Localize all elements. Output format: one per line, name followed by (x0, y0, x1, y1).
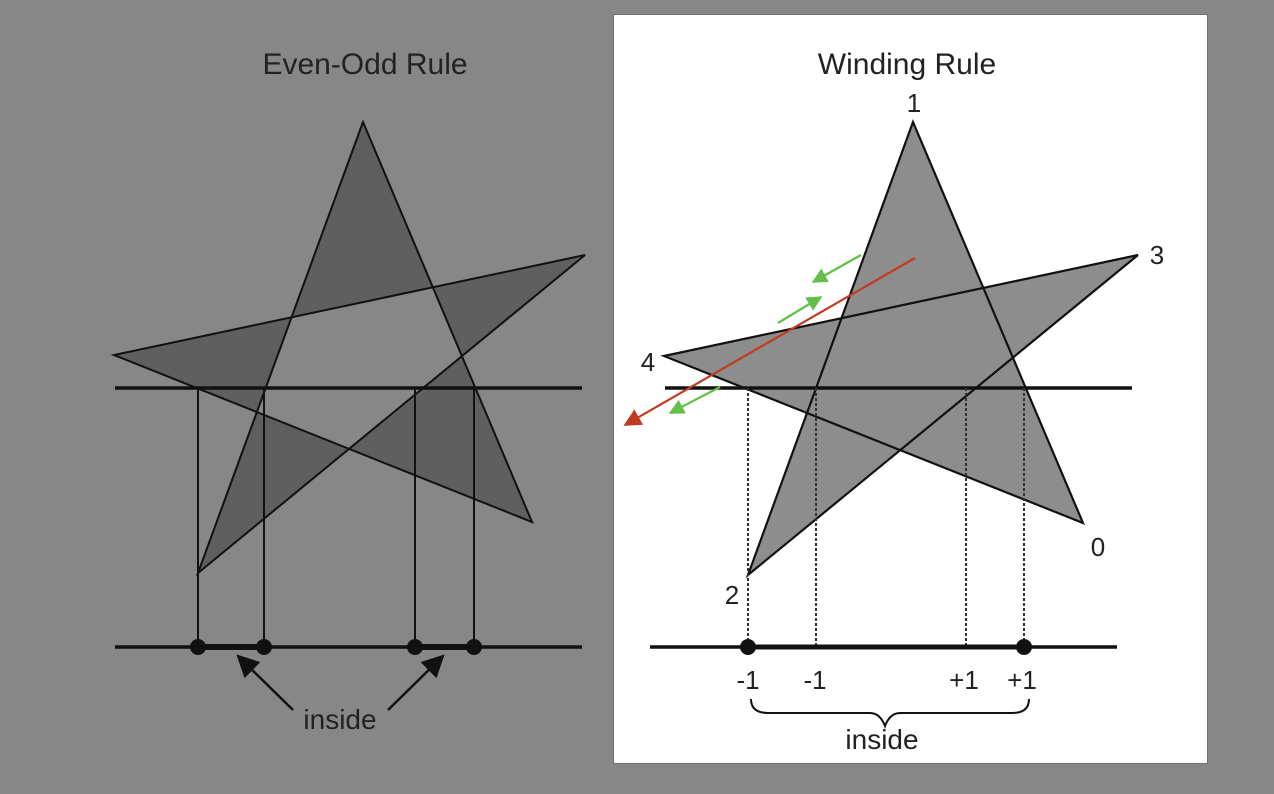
vertex-label-3: 3 (1150, 240, 1164, 270)
winding-rule-star-shape (660, 118, 1139, 579)
even-odd-crossing-dot-2 (256, 639, 272, 655)
direction-arrow-middle (777, 296, 823, 324)
even-odd-inside-label: inside (303, 704, 376, 735)
even-odd-crossing-dot-4 (466, 639, 482, 655)
winding-crossing-count-3: +1 (949, 665, 979, 695)
test-ray-arrow (623, 257, 916, 426)
vertex-label-0: 0 (1091, 532, 1105, 562)
winding-crossing-dot-start (740, 639, 756, 655)
even-odd-crossing-dot-1 (190, 639, 206, 655)
winding-rule-panel: Winding Rule 0 1 2 3 4 -1 -1 +1 +1 insid… (623, 48, 1164, 755)
direction-arrow-lower (668, 386, 721, 414)
winding-crossing-count-2: -1 (803, 665, 826, 695)
even-odd-star-shape (110, 119, 586, 577)
even-odd-title: Even-Odd Rule (262, 48, 467, 81)
winding-rule-title: Winding Rule (818, 48, 996, 81)
direction-arrow-upper (811, 254, 862, 283)
winding-crossing-count-1: -1 (736, 665, 759, 695)
winding-inside-label: inside (845, 724, 918, 755)
even-odd-inside-arrow-left (236, 654, 294, 711)
winding-crossing-dot-end (1016, 639, 1032, 655)
winding-crossing-count-4: +1 (1007, 665, 1037, 695)
even-odd-inside-arrow-right (387, 654, 445, 711)
even-odd-panel: Even-Odd Rule inside (110, 48, 586, 735)
vertex-label-4: 4 (641, 347, 655, 377)
winding-inside-brace (750, 698, 1030, 729)
vertex-label-1: 1 (907, 88, 921, 118)
even-odd-crossing-dot-3 (407, 639, 423, 655)
vertex-label-2: 2 (725, 580, 739, 610)
